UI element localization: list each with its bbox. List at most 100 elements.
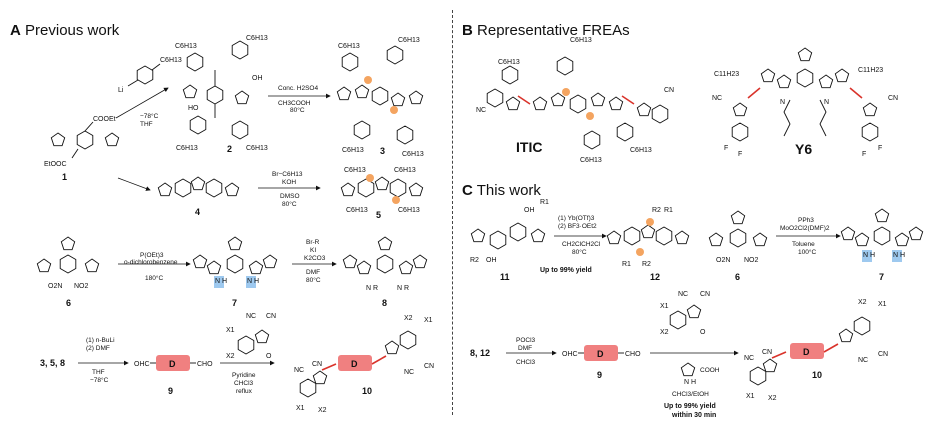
cond-a2-1: CH3COOH [278, 100, 311, 107]
c6h13-label-itic-b: C6H13 [570, 37, 592, 44]
core-d-box-9a [156, 355, 190, 371]
nc-label-reagent-a: NC [246, 313, 256, 320]
cn-label-10c-right: CN [878, 351, 888, 358]
nh-highlight-7a-right [246, 276, 256, 288]
x1-label-reagent-a: X1 [226, 327, 235, 334]
compound-1-structure [50, 121, 120, 159]
cond-a5-0: Br-R [306, 239, 320, 246]
c11h23-label-y6-right: C11H23 [858, 67, 883, 74]
c11h23-label-y6-left: C11H23 [714, 71, 739, 78]
cho-label-a: CHO [197, 361, 213, 368]
cooet-label: COOEt [93, 116, 116, 123]
cond-a7-0: Pyridine [232, 372, 256, 379]
cond-a2-0: Conc. H2SO4 [278, 85, 318, 92]
cn-label-reagent-a: CN [266, 313, 276, 320]
compound-10-structure-c [749, 316, 871, 386]
cond-c2-2: Toluene [792, 241, 815, 248]
o-label-reagent-c: O [700, 329, 706, 336]
c6h13-label-5a: C6H13 [344, 167, 366, 174]
cond-a6-1: (2) DMF [86, 345, 110, 352]
c6h13-label-2a: C6H13 [175, 43, 197, 50]
core-d-label-9c: D [597, 349, 604, 359]
f-label-y6-a: F [724, 145, 728, 152]
oh-label-11a: OH [524, 207, 535, 214]
nr-label-8-right: N R [397, 285, 409, 292]
panel-a-title: A Previous work [10, 22, 119, 39]
cond-a3-0: Br−C6H13 [272, 171, 303, 178]
arrow-1-to-2 [115, 87, 169, 119]
c6h13-label-5c: C6H13 [346, 207, 368, 214]
x1-label-10c-right: X1 [878, 301, 887, 308]
f-label-y6-d: F [878, 145, 882, 152]
compound-12-label: 12 [650, 272, 660, 282]
r2-label-11: R2 [470, 257, 479, 264]
o-label-reagent-a: O [266, 353, 272, 360]
cond-a1-1: THF [140, 121, 153, 128]
cond-c4-0: COOH [700, 367, 720, 374]
compound-6-structure-a [36, 236, 100, 274]
x1-label-10a-left: X1 [296, 405, 305, 412]
cho-label-c: CHO [625, 351, 641, 358]
cond-a7-1: CHCl3 [234, 380, 254, 387]
x2-label-reagent-a: X2 [226, 353, 235, 360]
c6h13-label-3a: C6H13 [338, 43, 360, 50]
o2n-label-c: O2N [716, 257, 730, 264]
cn-label-itic: CN [664, 87, 674, 94]
compound-4-structure [157, 176, 240, 198]
cond-a3-1: KOH [282, 179, 296, 186]
compound-9c-label: 9 [597, 370, 602, 380]
panel-b-title: B Representative FREAs [462, 22, 630, 39]
cond-a5-3: DMF [306, 269, 320, 276]
compound-6-structure-c [708, 210, 768, 248]
compound-8-label: 8 [382, 298, 387, 308]
cond-a4-1: o-dichlorobenzene [124, 259, 178, 266]
compound-8-structure [342, 236, 428, 275]
nc-label-10c-left: NC [744, 355, 754, 362]
cond-c1-0: (1) Yb(OTf)3 [558, 215, 595, 222]
cond-c2-3: 100°C [798, 248, 816, 256]
cn-label-reagent-c: CN [700, 291, 710, 298]
y6-structure [731, 47, 879, 142]
core-d-box-9c [584, 345, 618, 361]
cond-c2-1: MoO2Cl2(DMF)2 [780, 225, 830, 232]
ohc-label-c: OHC [562, 351, 578, 358]
cond-a6-0: (1) n-BuLi [86, 337, 115, 344]
c6h13-label-3d: C6H13 [402, 151, 424, 158]
compound-6c-label: 6 [735, 272, 740, 282]
nh-label-7a-right: N H [247, 278, 259, 285]
compound-2-label: 2 [227, 144, 232, 154]
etooc-label: EtOOC [44, 161, 67, 168]
panel-c-title: C This work [462, 182, 541, 199]
cond-c2-0: PPh3 [798, 217, 814, 224]
compound-3-label: 3 [380, 146, 385, 156]
yield-note-12: Up to 99% yield [540, 267, 592, 274]
cond-a7-2: reflux [236, 388, 253, 395]
compound-2-structure [182, 40, 250, 140]
n-label-y6-left: N [780, 99, 785, 106]
cond-c1-3: 80°C [572, 248, 587, 256]
ohc-label-a: OHC [134, 361, 150, 368]
yield-note-10-line1: Up to 99% yield [664, 403, 716, 410]
cond-a4-2: 180°C [145, 274, 163, 282]
compound-11-structure [470, 222, 546, 250]
nc-label-itic: NC [476, 107, 486, 114]
yield-note-10-line2: within 30 min [671, 412, 716, 419]
endgroup-reagent-c [669, 304, 702, 330]
x2-label-10a-left: X2 [318, 407, 327, 414]
cond-a6-3: −78°C [90, 376, 109, 384]
compound-7-structure-a [192, 236, 278, 288]
compound-12-structure [606, 218, 690, 256]
cond-c4-1: CHCl3/EtOH [672, 391, 709, 398]
c6h13-label-itic-c: C6H13 [580, 157, 602, 164]
core-d-label-9a: D [169, 359, 176, 369]
compound-11-label: 11 [500, 272, 510, 282]
cond-c3-2: CHCl3 [516, 359, 536, 366]
c6h13-label-itic-d: C6H13 [630, 147, 652, 154]
endgroup-reagent-a [237, 329, 270, 355]
o2n-label-a: O2N [48, 283, 62, 290]
c6h13-label-5b: C6H13 [394, 167, 416, 174]
oh-label-11b: OH [486, 257, 497, 264]
compound-4-label: 4 [195, 207, 200, 217]
c6h13-label-2b: C6H13 [246, 35, 268, 42]
